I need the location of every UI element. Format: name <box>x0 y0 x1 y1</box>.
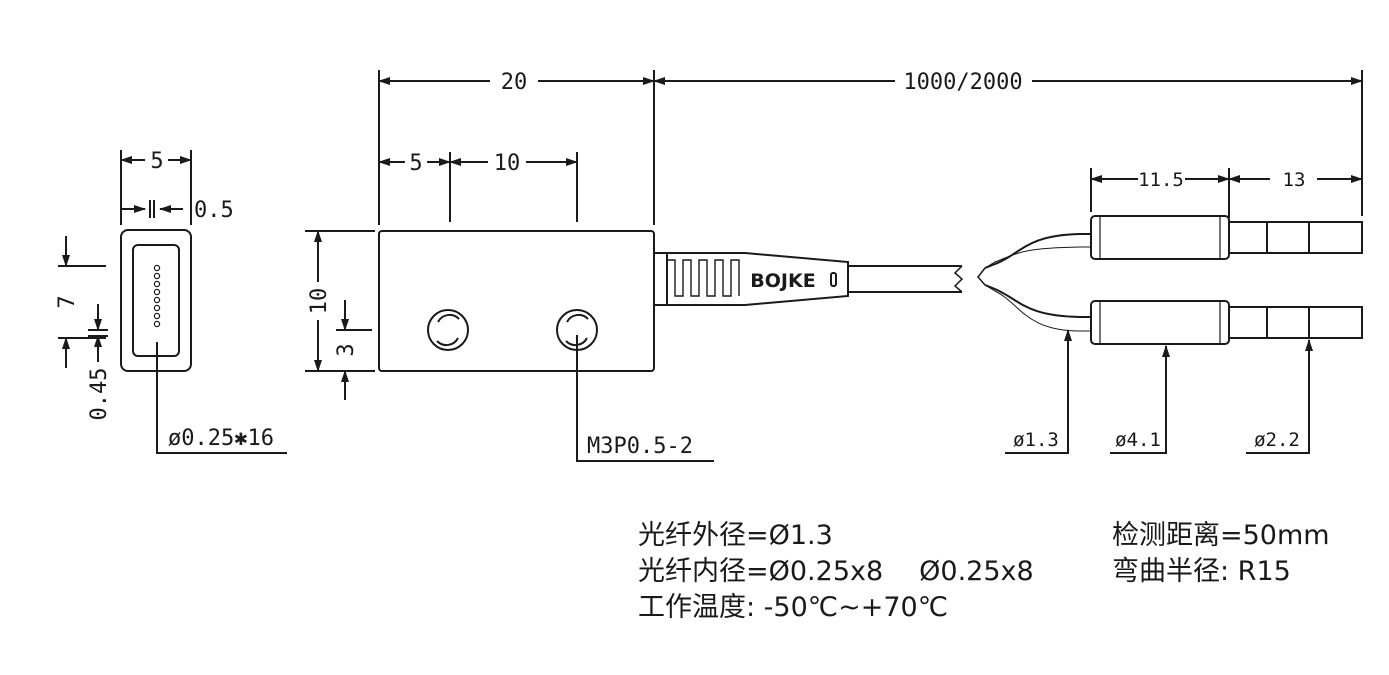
fiber-hole <box>153 320 161 328</box>
dim-cable-length: 1000/2000 <box>903 70 1022 95</box>
leader-end-hole <box>156 342 287 454</box>
leader-sleeve-dia <box>1110 345 1170 454</box>
dim-body-height: 10 <box>307 288 332 315</box>
sensor-body <box>378 230 655 372</box>
spec-inner-diameter-value-2: Ø0.25x8 <box>919 556 1034 587</box>
sensor-body-view <box>305 70 964 462</box>
spec-distance: 检测距离=50mm <box>1112 520 1330 551</box>
spec-inner-diameter-value: 光纤内径=Ø0.25x8 <box>638 556 884 587</box>
dim-tip-dia: ø2.2 <box>1254 429 1300 451</box>
dim-sleeve-dia: ø4.1 <box>1115 429 1161 451</box>
split-cable <box>984 233 1092 269</box>
spec-inner-diameter: 光纤内径=Ø0.25x8 Ø0.25x8 <box>638 554 1034 590</box>
leader-fiber-dia <box>1005 329 1072 454</box>
spec-list-left: 光纤外径=Ø1.3 光纤内径=Ø0.25x8 Ø0.25x8 工作温度: -50℃… <box>638 518 1034 626</box>
fiber-hole <box>153 288 161 296</box>
fiber-sleeve-lower <box>1090 300 1230 345</box>
leader-tip-dia <box>1246 339 1313 454</box>
fiber-holes <box>153 264 161 328</box>
spec-list-right: 检测距离=50mm 弯曲半径: R15 <box>1112 518 1330 590</box>
dim-fiber-dia: ø1.3 <box>1013 429 1059 451</box>
dim-end-hole: ø0.25✱16 <box>168 426 274 451</box>
fiber-sleeve-upper <box>1090 215 1230 260</box>
fiber-head-view <box>653 70 1363 454</box>
cable-boot <box>653 252 668 306</box>
dim-hole-height: 3 <box>334 343 359 356</box>
dim-screw: M3P0.5-2 <box>587 434 693 459</box>
end-view <box>58 150 287 454</box>
boot-ribs <box>667 259 740 297</box>
dim-sleeve-length: 11.5 <box>1138 169 1184 191</box>
fiber-hole <box>153 312 161 320</box>
dim-end-wall: 0.5 <box>194 198 234 223</box>
spec-bend-radius: 弯曲半径: R15 <box>1112 556 1291 587</box>
leader-screw <box>576 335 714 462</box>
end-view-inner <box>132 244 180 357</box>
brand-label: BOJKE <box>750 270 815 292</box>
dim-hole-pitch: 10 <box>494 151 521 176</box>
dim-end-pitch: 7 <box>55 295 80 308</box>
spec-temperature: 工作温度: -50℃~+70℃ <box>638 592 949 623</box>
dim-tip-length: 13 <box>1283 169 1306 191</box>
fiber-tip-upper <box>1228 221 1363 254</box>
fiber-tip-lower <box>1228 306 1363 339</box>
dim-hole-offset: 5 <box>409 151 422 176</box>
spec-outer-diameter: 光纤外径=Ø1.3 <box>638 520 833 551</box>
mounting-hole <box>427 309 469 351</box>
fiber-hole <box>153 280 161 288</box>
fiber-hole <box>153 304 161 312</box>
dim-end-gap: 0.45 <box>87 368 112 421</box>
dim-body-length: 20 <box>501 70 528 95</box>
dim-end-width: 5 <box>150 149 163 174</box>
fiber-hole <box>153 272 161 280</box>
fiber-hole <box>153 264 161 272</box>
fiber-hole <box>153 296 161 304</box>
